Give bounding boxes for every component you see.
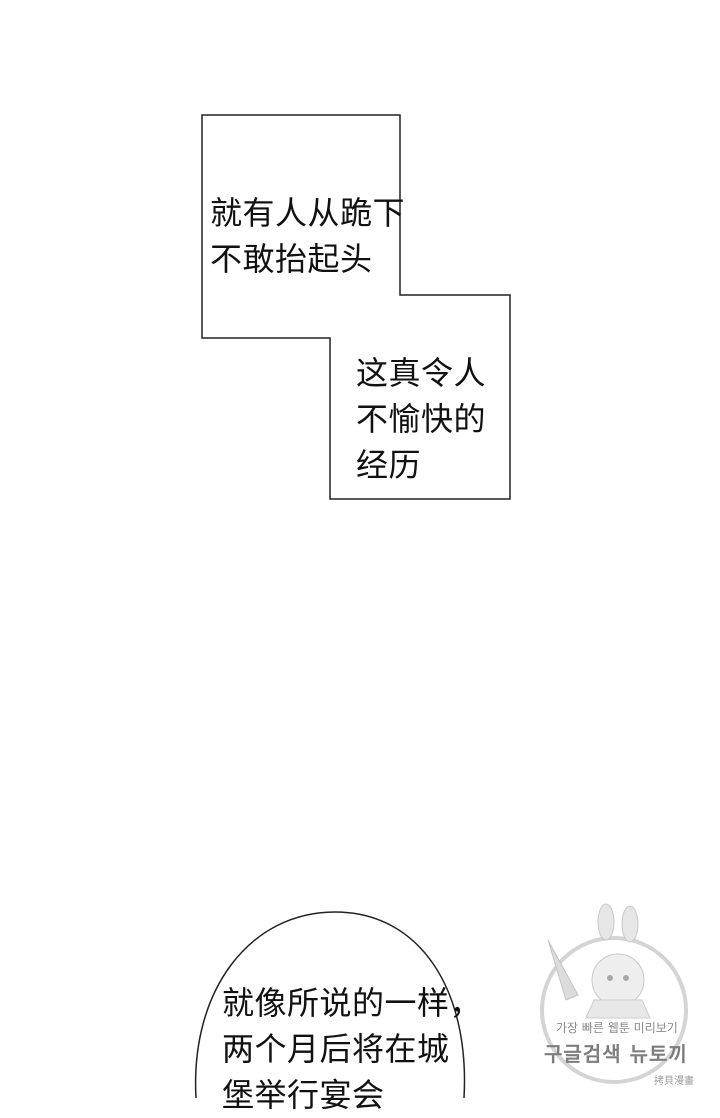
caption-line: 这真令人	[356, 354, 487, 392]
watermark-line: 拷貝漫畫	[654, 1076, 694, 1087]
caption-box-1: 就有人从跪下 不敢抬起头	[210, 190, 405, 282]
caption-line: 经历	[356, 446, 422, 484]
bubble-line: 就像所说的一样，	[222, 984, 483, 1022]
caption-line: 就有人从跪下	[210, 194, 406, 232]
caption-line: 不敢抬起头	[210, 240, 373, 278]
watermark-line: 구글검색 뉴토끼	[544, 1042, 688, 1066]
speech-bubble-text: 就像所说的一样， 两个月后将在城 堡举行宴会	[222, 980, 482, 1118]
caption-box-2: 这真令人 不愉快的 经历	[356, 350, 486, 488]
bubble-line: 堡举行宴会	[222, 1076, 385, 1114]
bunny-mascot-icon	[540, 903, 688, 1084]
caption-line: 不愉快的	[356, 400, 487, 438]
watermark-line: 가장 빠른 웹툰 미리보기	[556, 1021, 678, 1035]
bubble-line: 两个月后将在城	[222, 1030, 450, 1068]
